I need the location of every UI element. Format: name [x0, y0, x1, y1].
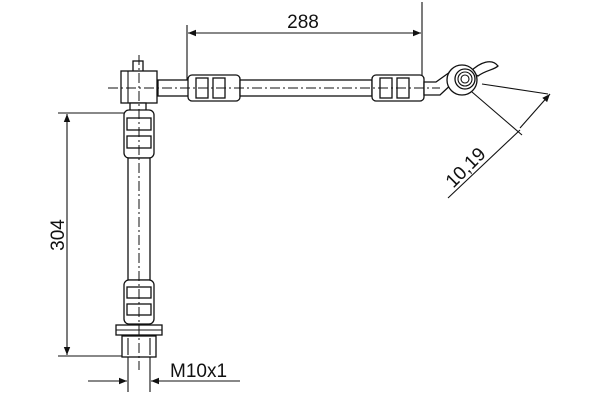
dimension-label-vertical: 304: [48, 219, 69, 251]
dimension-label-banjo: 10,19: [442, 144, 490, 192]
thread-label: M10x1: [170, 361, 227, 382]
horizontal-hose: [157, 71, 457, 102]
dimension-288: 288: [186, 2, 423, 80]
banjo-fitting: [446, 61, 549, 136]
thread-dimension: M10x1: [88, 357, 240, 392]
dimension-304: 304: [48, 112, 124, 357]
dimension-10-19: 10,19: [442, 93, 551, 199]
dimension-label-horizontal: 288: [287, 12, 319, 33]
